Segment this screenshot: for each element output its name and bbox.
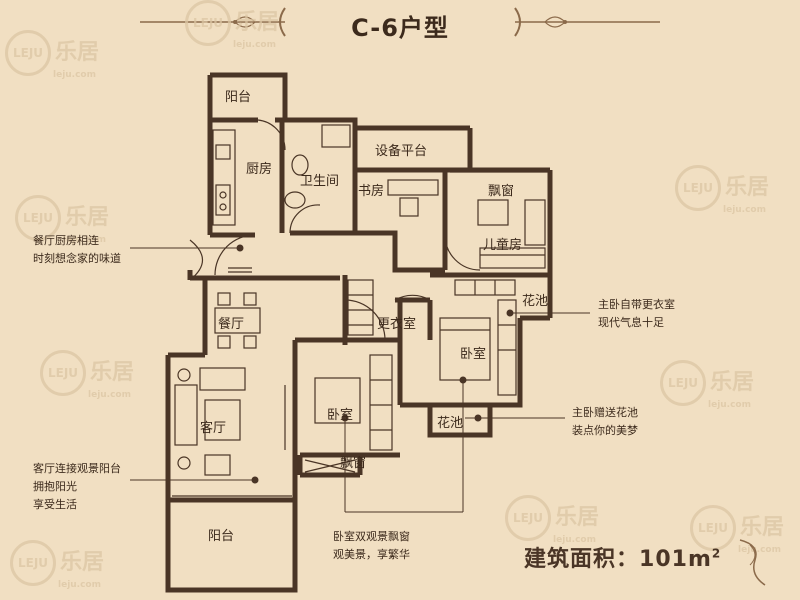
room-label-bay-window-top: 飘窗 — [488, 184, 515, 199]
room-label-kids-room: 儿童房 — [483, 238, 523, 253]
title-ornament — [140, 7, 660, 37]
room-label-bedroom: 卧室 — [327, 408, 354, 423]
annotation-dining-kitchen: 餐厅厨房相连 时刻想念家的味道 — [33, 234, 121, 265]
room-label-equipment-platform: 设备平台 — [375, 144, 428, 159]
room-label-balcony-top: 阳台 — [225, 90, 252, 105]
room-label-dining: 餐厅 — [218, 317, 245, 332]
annotation-living-balcony: 客厅连接观景阳台 拥抱阳光 享受生活 — [33, 462, 121, 511]
corner-ornament — [739, 539, 766, 586]
room-label-bay-window-bottom: 飘窗 — [340, 456, 367, 471]
room-label-study: 书房 — [358, 184, 385, 199]
room-label-bathroom: 卫生间 — [300, 174, 340, 189]
walls — [165, 72, 553, 593]
room-label-flower-bed-right: 花池 — [522, 294, 549, 309]
fixtures — [172, 119, 548, 497]
annotation-master-closet: 主卧自带更衣室 现代气息十足 — [598, 298, 675, 329]
annotation-master-flower: 主卧赠送花池 装点你的美梦 — [572, 406, 638, 437]
leader-lines — [130, 244, 590, 513]
room-label-master-bedroom: 卧室 — [460, 347, 487, 362]
page-title: C-6户型 — [351, 14, 449, 42]
header: C-6户型 — [0, 0, 800, 44]
room-label-flower-bed-bottom: 花池 — [437, 416, 464, 431]
area-label: 建筑面积：101m2 — [524, 546, 722, 572]
room-label-balcony-bottom: 阳台 — [208, 529, 235, 544]
room-label-walk-in-closet: 更衣室 — [377, 317, 417, 332]
annotation-bedroom-bay: 卧室双观景飘窗 观美景，享繁华 — [333, 530, 410, 561]
room-label-living-room: 客厅 — [200, 421, 227, 436]
room-label-kitchen: 厨房 — [246, 162, 273, 177]
